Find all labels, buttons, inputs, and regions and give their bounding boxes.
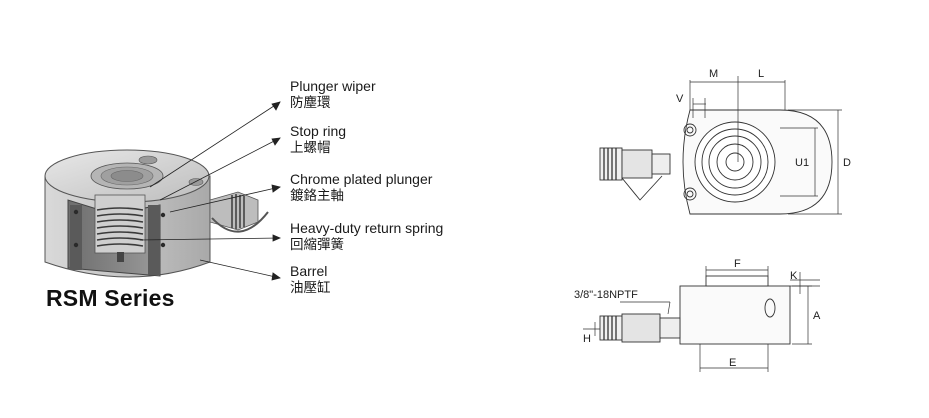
- callout-en: Barrel: [290, 263, 328, 279]
- dim-label-e: E: [729, 357, 736, 369]
- callout-en: Plunger wiper: [290, 78, 376, 94]
- series-title: RSM Series: [46, 285, 175, 311]
- dim-label-l: L: [758, 68, 764, 80]
- callout-zh: 上螺帽: [290, 140, 331, 156]
- callout-chrome-plated-plunger: Chrome plated plunger 鍍鉻主軸: [290, 171, 432, 205]
- dim-label-h: H: [583, 333, 591, 345]
- callout-en: Stop ring: [290, 123, 347, 139]
- dim-label-f: F: [734, 258, 741, 270]
- callout-en: Heavy-duty return spring: [290, 220, 444, 236]
- dim-label-v: V: [676, 93, 684, 105]
- callout-zh: 油壓缸: [290, 280, 331, 296]
- dim-label-d: D: [843, 157, 851, 169]
- callout-en: Chrome plated plunger: [290, 171, 433, 187]
- callout-zh: 回縮彈簧: [290, 237, 344, 253]
- callout-zh: 防塵環: [290, 95, 331, 111]
- dim-label-m: M: [709, 68, 718, 80]
- callout-stop-ring: Stop ring 上螺帽: [290, 123, 346, 157]
- callout-zh: 鍍鉻主軸: [290, 188, 344, 204]
- thread-spec-label: 3/8"-18NPTF: [574, 289, 638, 301]
- dim-label-u1: U1: [795, 157, 809, 169]
- callout-barrel: Barrel 油壓缸: [290, 263, 331, 297]
- dim-label-k: K: [790, 270, 798, 282]
- callout-plunger-wiper: Plunger wiper 防塵環: [290, 78, 376, 112]
- callout-return-spring: Heavy-duty return spring 回縮彈簧: [290, 220, 443, 254]
- dim-label-a: A: [813, 310, 821, 322]
